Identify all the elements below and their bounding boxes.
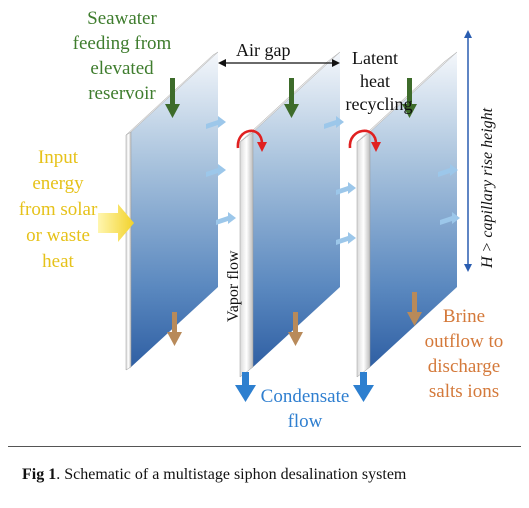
- latent-heat-label-line-1: Latent: [352, 48, 398, 68]
- recycling-arrow-1: [236, 129, 267, 152]
- input-energy-label-line-5: heat: [42, 251, 74, 272]
- input-energy-label-line-3: from solar: [19, 199, 98, 220]
- brine-label: Brine outflow to discharge salts ions: [425, 306, 504, 402]
- brine-arrow-1: [167, 312, 182, 346]
- input-energy-label: Input energy from solar or waste heat: [19, 147, 98, 272]
- input-energy-label-line-2: energy: [32, 173, 84, 194]
- height-arrow: [464, 30, 472, 272]
- input-energy-arrow: [98, 204, 134, 242]
- caption-divider: [8, 446, 521, 447]
- brine-label-line-4: salts ions: [429, 381, 499, 402]
- feed-arrow-3: [402, 78, 417, 118]
- latent-heat-label-line-2: heat: [360, 71, 390, 91]
- brine-arrow-2: [288, 312, 303, 346]
- brine-arrow-3: [407, 292, 422, 326]
- condensate-label-line-2: flow: [288, 411, 323, 432]
- figure-caption: Fig 1. Schematic of a multistage siphon …: [22, 466, 406, 484]
- brine-label-line-3: discharge: [428, 356, 500, 377]
- vapor-arrows: [206, 116, 460, 245]
- feed-arrow-2: [284, 78, 299, 118]
- condenser-panel-2: [239, 51, 341, 378]
- figure-caption-text: . Schematic of a multistage siphon desal…: [56, 466, 407, 483]
- input-energy-label-line-1: Input: [38, 147, 79, 168]
- recycling-arrow-2: [348, 129, 381, 152]
- figure-number: Fig 1: [22, 466, 57, 483]
- latent-heat-label-line-3: recycling: [346, 94, 413, 114]
- condensate-arrow-1: [235, 372, 256, 402]
- latent-heat-label: Latent heat recycling: [346, 48, 413, 114]
- condensate-label-line-1: Condensate: [261, 386, 350, 407]
- condensate-label: Condensate flow: [261, 386, 350, 432]
- brine-label-line-2: outflow to: [425, 331, 504, 352]
- seawater-label-line-2: feeding from: [73, 33, 172, 54]
- seawater-label: Seawater feeding from elevated reservoir: [73, 8, 172, 104]
- seawater-label-line-4: reservoir: [88, 83, 156, 104]
- height-label: H > capillary rise height: [479, 107, 496, 269]
- input-energy-label-line-4: or waste: [26, 225, 90, 246]
- vapor-flow-label: Vapor flow: [225, 250, 242, 322]
- brine-label-line-1: Brine: [443, 306, 485, 327]
- feed-arrow-1: [165, 78, 180, 118]
- seawater-label-line-1: Seawater: [87, 8, 157, 29]
- condenser-panel-3: [356, 51, 458, 378]
- air-gap-label: Air gap: [236, 40, 290, 60]
- condensate-arrow-2: [353, 372, 374, 402]
- desalination-diagram: Seawater feeding from elevated reservoir…: [19, 8, 504, 432]
- air-gap-arrow: [218, 59, 340, 67]
- seawater-label-line-3: elevated: [90, 58, 154, 79]
